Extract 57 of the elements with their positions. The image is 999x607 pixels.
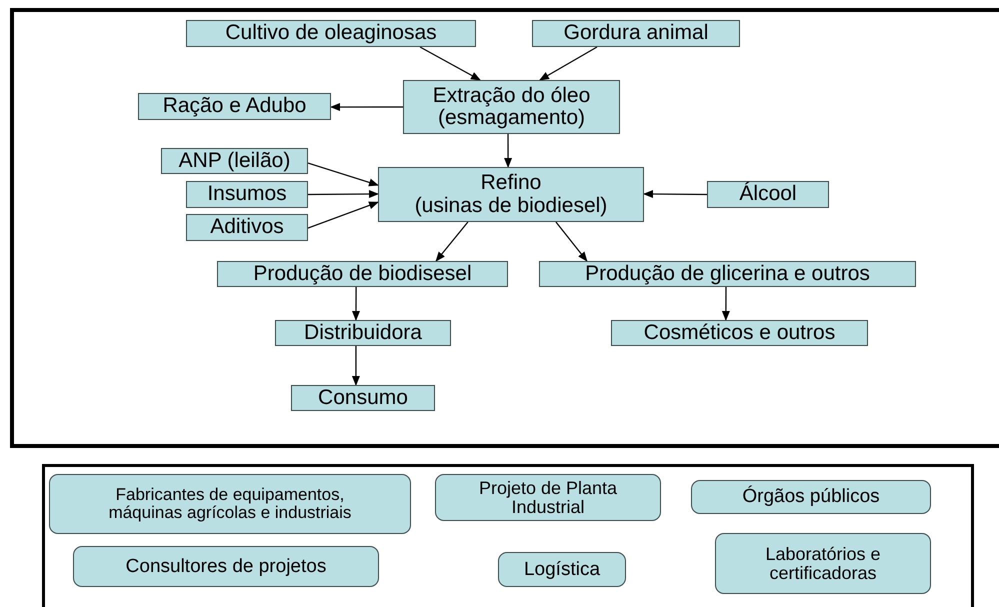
box-label: Fabricantes de equipamentos, máquinas agrícolas e industriais bbox=[108, 486, 352, 522]
process-box bbox=[611, 320, 868, 346]
process-box bbox=[186, 181, 308, 208]
arrow bbox=[504, 134, 512, 168]
arrow bbox=[352, 346, 360, 386]
process-box bbox=[378, 167, 644, 222]
arrow bbox=[330, 103, 403, 112]
process-box bbox=[161, 148, 308, 174]
box-label: (usinas de biodiesel) bbox=[414, 194, 608, 217]
box-label: Aditivos bbox=[210, 216, 284, 239]
arrow bbox=[308, 190, 379, 198]
box-label: Refino bbox=[480, 172, 542, 194]
actor-box bbox=[691, 480, 931, 514]
process-box bbox=[707, 181, 829, 208]
process-box bbox=[275, 320, 451, 346]
process-box bbox=[532, 20, 740, 47]
actor-box bbox=[498, 552, 626, 587]
arrow bbox=[308, 202, 379, 229]
arrow bbox=[352, 287, 360, 321]
arrow bbox=[643, 190, 707, 198]
actor-box bbox=[49, 474, 411, 534]
process-box bbox=[186, 20, 476, 47]
box-label: Insumos bbox=[207, 183, 287, 206]
process-box bbox=[291, 385, 435, 411]
group-frame bbox=[10, 8, 999, 448]
arrow bbox=[555, 222, 588, 262]
box-label: Gordura animal bbox=[564, 22, 708, 45]
group-frame bbox=[42, 464, 974, 607]
box-label: (esmagamento) bbox=[438, 107, 586, 130]
box-label: Consultores de projetos bbox=[126, 556, 326, 576]
box-label: Ração e Adubo bbox=[162, 95, 306, 118]
box-label: Distribuidora bbox=[304, 322, 422, 344]
box-label: Produção de glicerina e outros bbox=[585, 262, 870, 286]
arrow bbox=[308, 162, 379, 186]
box-label: Álcool bbox=[739, 183, 797, 206]
box-label: Consumo bbox=[318, 386, 408, 410]
arrow bbox=[722, 287, 730, 321]
box-label: Projeto de Planta Industrial bbox=[478, 478, 618, 516]
box-label: ANP (leilão) bbox=[178, 150, 290, 172]
process-box bbox=[403, 80, 620, 134]
process-box bbox=[138, 93, 331, 120]
box-label: Órgãos públicos bbox=[742, 487, 880, 507]
box-label: Cosméticos e outros bbox=[644, 322, 836, 344]
process-box bbox=[186, 214, 308, 241]
box-label: Cultivo de oleaginosas bbox=[225, 22, 437, 45]
actor-box bbox=[435, 474, 661, 521]
actor-box bbox=[73, 546, 379, 587]
process-box bbox=[539, 261, 916, 287]
arrow bbox=[436, 222, 468, 262]
box-label: Produção de biodisesel bbox=[253, 262, 472, 286]
box-label: Logística bbox=[524, 560, 600, 580]
actor-box bbox=[715, 533, 931, 594]
process-box bbox=[217, 261, 508, 287]
arrow bbox=[420, 46, 481, 81]
arrow bbox=[539, 46, 598, 81]
box-label: Laboratórios e certificadoras bbox=[764, 544, 882, 582]
box-label: Extração do óleo bbox=[432, 84, 590, 107]
